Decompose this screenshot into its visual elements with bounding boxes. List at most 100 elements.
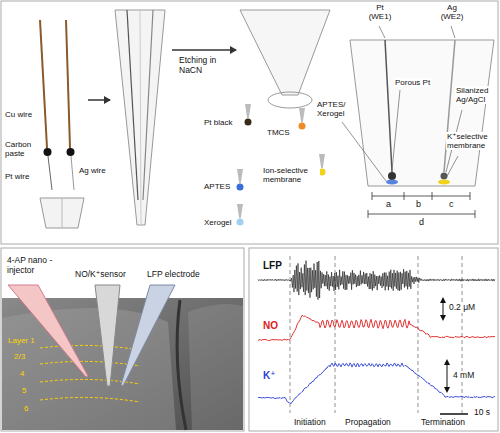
line-shape xyxy=(127,10,138,200)
label-text: a xyxy=(385,199,392,209)
label-text: 4 xyxy=(20,369,24,378)
line-shape xyxy=(290,256,291,413)
line-shape xyxy=(446,156,458,178)
label-text: TMCS xyxy=(266,128,291,137)
signal-trace xyxy=(258,363,495,404)
panel-frame xyxy=(1,1,498,244)
path-shape xyxy=(95,285,120,386)
sensor-tip xyxy=(350,40,494,186)
label-text: Ag (WE2) xyxy=(436,3,468,21)
path-shape xyxy=(40,361,140,366)
ellipse-shape xyxy=(268,92,312,108)
line-shape xyxy=(342,122,386,181)
signal-trace xyxy=(258,315,495,340)
panel-frame xyxy=(249,248,498,431)
line-shape xyxy=(140,10,141,225)
pipettes xyxy=(8,285,175,386)
label-text: 6 xyxy=(24,404,28,413)
polygon-shape xyxy=(237,204,243,218)
line-shape xyxy=(475,210,476,218)
glass-capillary xyxy=(115,10,165,225)
path-shape xyxy=(188,304,243,430)
line-shape xyxy=(368,210,369,218)
line-shape xyxy=(470,192,471,200)
signal-traces xyxy=(258,261,495,404)
line-shape xyxy=(385,40,392,172)
label-text: Pt (WE1) xyxy=(364,3,396,21)
label-text: Cu wire xyxy=(4,110,33,119)
leader-lines xyxy=(342,26,462,181)
path-shape xyxy=(8,285,88,377)
label-text: APTES xyxy=(203,182,231,191)
label-text: NO xyxy=(262,320,279,332)
label-text: c xyxy=(448,199,455,209)
dimension-lines xyxy=(368,192,475,218)
circle-shape xyxy=(237,184,244,191)
label-text: d xyxy=(418,217,425,227)
path-shape xyxy=(121,285,175,386)
path-shape xyxy=(350,40,494,186)
line-shape xyxy=(443,300,444,318)
circle-shape xyxy=(237,219,244,226)
label-text: LFP electrode xyxy=(146,270,201,280)
line-shape xyxy=(447,362,448,390)
line-shape xyxy=(432,192,433,200)
label-text: Ion-selective membrane xyxy=(262,166,320,184)
magnified-tip xyxy=(240,10,330,108)
circle-shape xyxy=(441,173,448,180)
label-text: 4-AP nano -injector xyxy=(6,256,54,276)
reagent-pipettes xyxy=(237,104,326,226)
path-shape xyxy=(40,345,140,350)
line-shape xyxy=(372,196,470,197)
line-shape xyxy=(440,413,468,415)
label-text: 0.2 μM xyxy=(448,303,476,313)
line-shape xyxy=(368,214,475,215)
label-text: LFP xyxy=(262,260,283,272)
circle-shape xyxy=(67,148,75,156)
line-shape xyxy=(404,192,405,200)
polygon-shape xyxy=(237,169,243,183)
circle-shape xyxy=(299,123,306,130)
line-shape xyxy=(40,20,47,148)
label-text: b xyxy=(415,199,422,209)
wire-assembly xyxy=(40,20,84,228)
label-text: K⁺selective membrane xyxy=(446,132,496,150)
line-shape xyxy=(372,192,373,200)
label-text: 4 mM xyxy=(452,371,475,381)
path-shape xyxy=(40,198,84,228)
label-text: K⁺ xyxy=(262,370,277,382)
label-text: APTES/ Xerogel xyxy=(316,100,352,118)
step-arrow xyxy=(88,99,110,101)
label-text: Initiation xyxy=(293,418,327,428)
step-arrow xyxy=(172,49,236,51)
line-shape xyxy=(66,20,70,148)
label-text: Propagation xyxy=(344,418,392,428)
ellipse-shape xyxy=(438,180,450,185)
line-shape xyxy=(444,40,455,172)
panel-frame xyxy=(1,248,244,431)
label-text: Pt black xyxy=(203,118,233,127)
label-text: Termination xyxy=(420,418,466,428)
label-text: 10 s xyxy=(473,408,491,418)
label-text: Layer 1 xyxy=(8,336,35,345)
circle-shape xyxy=(388,172,396,180)
path-shape xyxy=(240,10,330,95)
line-shape xyxy=(62,198,63,228)
label-text: NO/K⁺sensor xyxy=(74,270,127,280)
path-shape xyxy=(115,10,165,225)
polygon-shape xyxy=(245,104,251,118)
circle-shape xyxy=(44,148,52,156)
label-text: Porous Pt xyxy=(394,78,431,87)
label-text: Carbon paste xyxy=(4,140,38,158)
polygon-shape xyxy=(299,108,305,122)
label-text: Etching in NaCN xyxy=(178,56,228,76)
circle-shape xyxy=(245,119,252,126)
label-text: Silanized Ag/AgCl xyxy=(455,86,497,104)
signal-trace xyxy=(258,261,495,300)
label-text: Pt wire xyxy=(4,172,30,181)
label-text: 2/3 xyxy=(14,352,25,361)
line-shape xyxy=(451,26,455,38)
label-text: Ag wire xyxy=(78,166,107,175)
scale-bars xyxy=(440,300,468,414)
line-shape xyxy=(143,10,153,200)
